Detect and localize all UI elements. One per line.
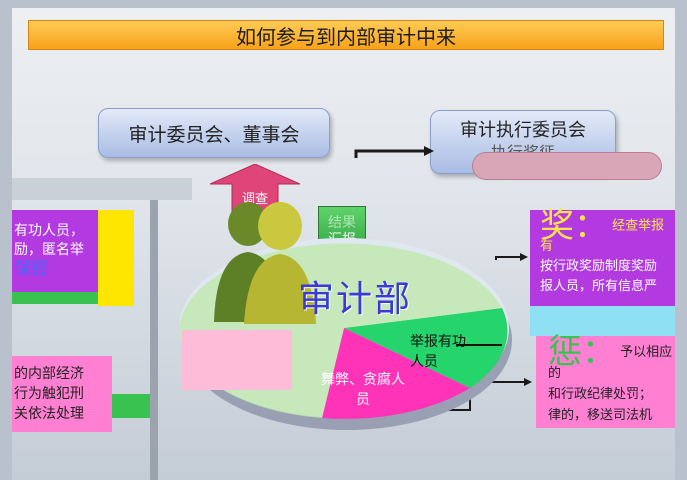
whistleblower-text: 举报有功人员 <box>410 334 466 370</box>
whistleblower-pointer <box>456 344 502 346</box>
reward-right-line2: 按行政奖励制度奖励 <box>540 258 658 274</box>
pie-slice-fraud <box>322 328 470 419</box>
connector-arrow-top-line <box>354 149 424 158</box>
pie-front-cut <box>182 330 292 390</box>
punish-left-line3: 关依法处理 <box>14 406 84 422</box>
connector-arrow-right-head <box>520 253 528 261</box>
audit-committee-label: 审计委员会、董事会 <box>128 123 300 146</box>
fraud-text: 舞弊、贪腐人员 <box>321 372 405 408</box>
pie-slice-whistleblower <box>344 308 508 388</box>
reward-right-head-row: 奖： 经查举报有 <box>540 209 671 257</box>
punish-right-head-row: 惩： 予以相应的 <box>548 335 673 384</box>
punish-right-panel: 惩： 予以相应的 和行政纪律处罚； 律的，移送司法机 <box>536 335 675 428</box>
audit-committee-box: 审计委员会、董事会 <box>98 108 330 158</box>
left-bottom-green-bar <box>112 394 150 418</box>
left-green-bar <box>12 292 98 304</box>
reward-right-panel: 奖： 经查举报有 按行政奖励制度奖励 报人员，所有信息严 <box>530 209 675 306</box>
audit-dept-label: 审计部 <box>298 279 413 320</box>
exec-committee-label: 审计执行委员会 <box>460 120 586 141</box>
fraud-label: 舞弊、贪腐人员 <box>318 370 408 410</box>
reward-left-line3: 保密 <box>14 259 48 279</box>
left-yellow-strip <box>98 210 134 306</box>
punish-right-line1: 予以相应的 <box>548 345 673 381</box>
punish-right-line2: 和行政纪律处罚； <box>548 387 653 402</box>
slide-left-edge <box>0 0 12 480</box>
punish-right-line3: 律的，移送司法机 <box>548 408 653 423</box>
reward-right-line1: 经查举报有 <box>540 218 665 254</box>
reward-right-line3: 报人员，所有信息严 <box>540 278 658 294</box>
whistleblower-label: 举报有功人员 <box>410 332 470 372</box>
reward-left-line1: 有功人员， <box>14 223 84 239</box>
slide-title: 如何参与到内部审计中来 <box>28 20 664 50</box>
people-icon <box>214 202 316 324</box>
render-artifact-block <box>12 178 192 200</box>
punish-left-line1: 的内部经济 <box>14 366 84 382</box>
punish-left-panel: 的内部经济 行为触犯刑 关依法处理 <box>12 356 112 432</box>
right-green-bar <box>530 306 675 336</box>
reward-left-line2: 励，匿名举 <box>14 242 84 258</box>
slide-right-edge <box>675 0 687 480</box>
reward-left-panel: 有功人员， 励，匿名举 保密 <box>12 210 98 292</box>
connector-arrow-bottom-head <box>524 378 532 386</box>
punish-left-line2: 行为触犯刑 <box>14 386 84 402</box>
report-ghost-label: 结果 <box>328 215 356 231</box>
exec-sub-pill <box>472 152 662 180</box>
render-artifact-block <box>150 196 158 480</box>
slide-top-edge <box>0 0 687 8</box>
